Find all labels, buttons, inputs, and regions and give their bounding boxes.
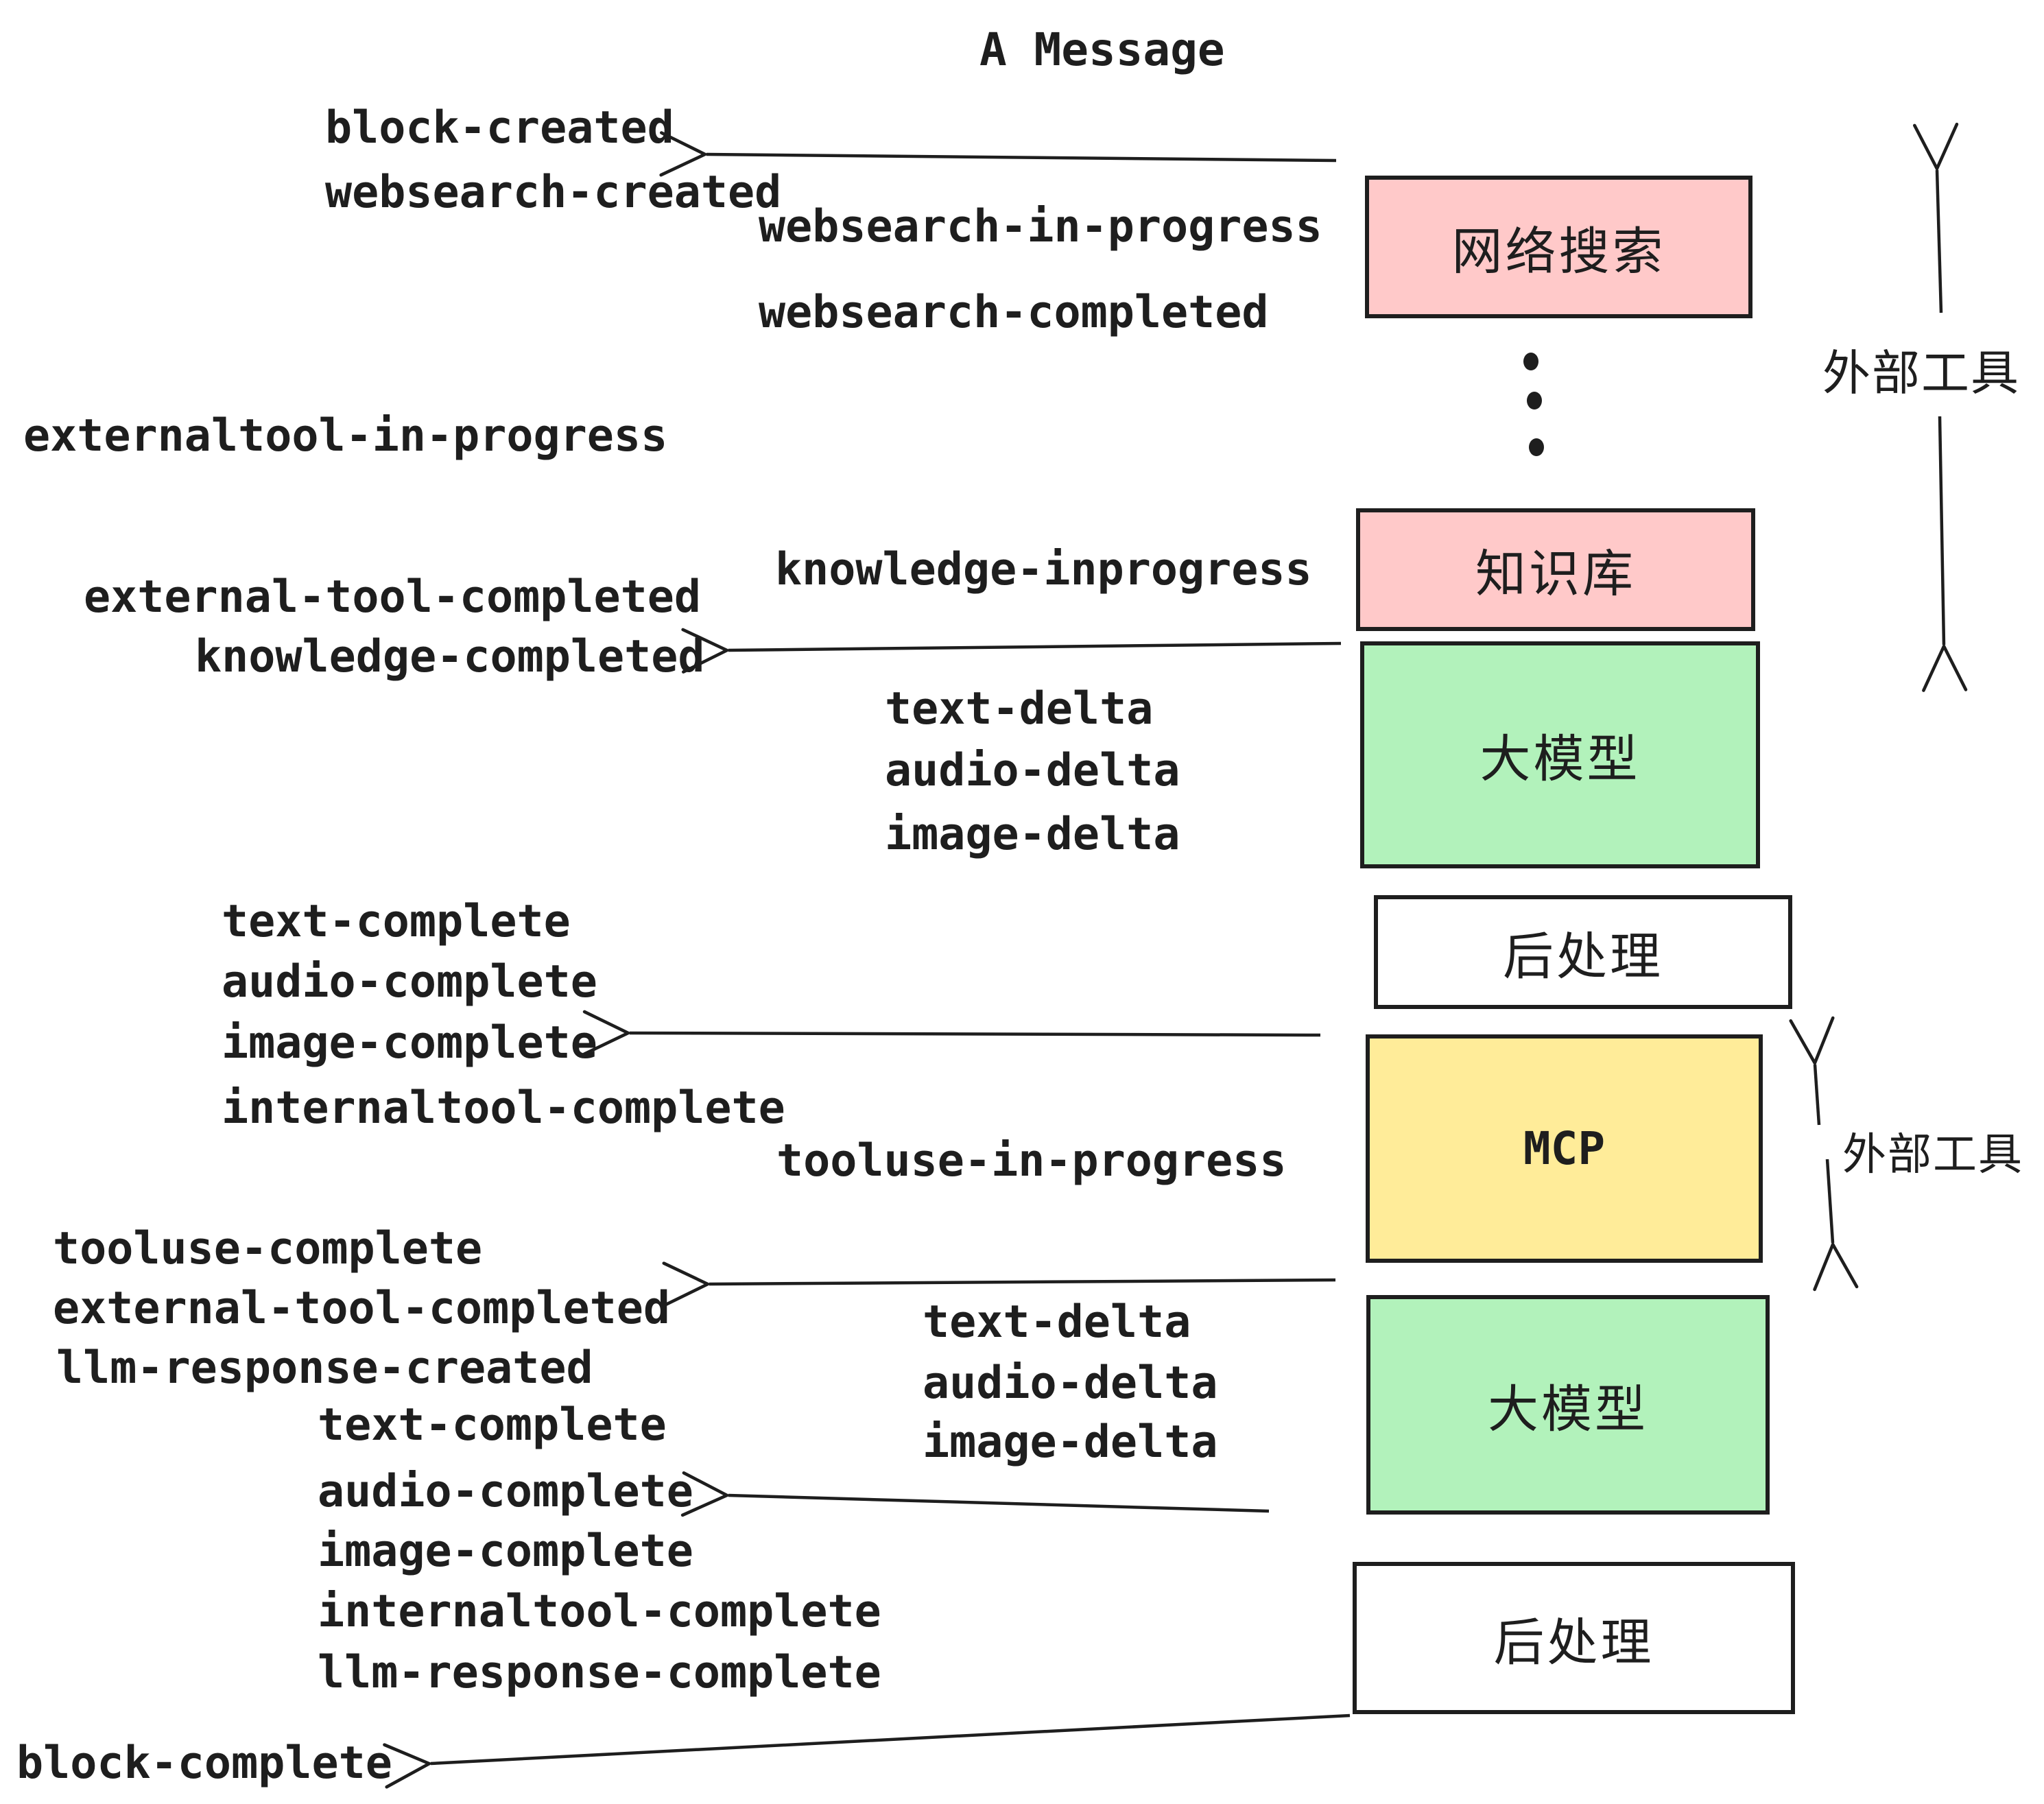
- event-label-external-tool-completed-2: external-tool-completed: [53, 1283, 671, 1334]
- box-knowledge-base: 知识库: [1356, 508, 1755, 631]
- event-label-llm-response-complete: llm-response-complete: [318, 1647, 881, 1698]
- event-label-llm-response-created: llm-response-created: [56, 1342, 593, 1394]
- event-label-internaltool-complete-1: internaltool-complete: [222, 1082, 785, 1134]
- arrow-to-audio-complete: [680, 1471, 1270, 1517]
- external-tools-label-top: 外部工具: [1822, 345, 2020, 401]
- external-tools-down-arrow-2: [1813, 1159, 1859, 1292]
- box-mcp-label: MCP: [1523, 1121, 1606, 1175]
- event-label-block-complete: block-complete: [16, 1737, 392, 1789]
- event-label-audio-delta-2: audio-delta: [923, 1357, 1218, 1409]
- arrow-to-knowledge-completed: [681, 628, 1342, 674]
- arrow-to-block-complete: [383, 1713, 1351, 1789]
- event-label-knowledge-inprogress: knowledge-inprogress: [775, 544, 1312, 595]
- event-label-tooluse-complete: tooluse-complete: [53, 1223, 483, 1274]
- event-label-image-complete-2: image-complete: [318, 1526, 693, 1577]
- external-tools-down-arrow-1: [1922, 416, 1968, 692]
- event-label-block-created: block-created: [325, 102, 674, 154]
- box-mcp: MCP: [1366, 1034, 1763, 1263]
- event-label-image-complete-1: image-complete: [222, 1017, 597, 1069]
- event-label-websearch-created: websearch-created: [325, 167, 782, 218]
- event-label-websearch-in-progress: websearch-in-progress: [759, 201, 1322, 252]
- diagram-title: A Message: [979, 23, 1225, 76]
- box-postprocess-top-label: 后处理: [1503, 927, 1663, 986]
- event-label-tooluse-in-progress: tooluse-in-progress: [776, 1135, 1287, 1187]
- arrow-to-tooluse-complete: [662, 1261, 1336, 1307]
- box-llm-top: 大模型: [1360, 641, 1760, 868]
- event-label-externaltool-in-progress: externaltool-in-progress: [23, 410, 668, 462]
- event-label-internaltool-complete-2: internaltool-complete: [318, 1586, 881, 1637]
- event-label-text-delta-2: text-delta: [923, 1296, 1191, 1348]
- box-llm-bottom: 大模型: [1366, 1295, 1770, 1515]
- event-label-audio-complete-1: audio-complete: [222, 956, 597, 1008]
- event-label-text-complete-2: text-complete: [318, 1399, 667, 1451]
- external-tools-label-mcp: 外部工具: [1842, 1130, 2023, 1180]
- ellipsis-dots: [1523, 353, 1544, 456]
- event-label-audio-delta-1: audio-delta: [885, 745, 1180, 796]
- event-label-knowledge-completed: knowledge-completed: [195, 631, 705, 683]
- arrow-to-image-complete: [582, 1010, 1321, 1056]
- box-llm-bottom-label: 大模型: [1488, 1379, 1648, 1439]
- event-label-audio-complete-2: audio-complete: [318, 1466, 693, 1517]
- event-label-websearch-completed: websearch-completed: [759, 287, 1269, 338]
- external-tools-up-arrow-1: [1912, 122, 1959, 313]
- event-label-text-complete-1: text-complete: [222, 896, 571, 947]
- event-label-text-delta-1: text-delta: [885, 683, 1154, 735]
- box-knowledge-base-label: 知识库: [1475, 545, 1636, 604]
- arrow-to-block-created: [659, 131, 1337, 177]
- event-label-image-delta-1: image-delta: [885, 809, 1180, 860]
- external-tools-up-arrow-2: [1789, 1016, 1835, 1126]
- box-websearch-label: 网络搜索: [1451, 222, 1666, 281]
- box-postprocess-bottom: 后处理: [1353, 1562, 1795, 1714]
- event-label-image-delta-2: image-delta: [923, 1416, 1218, 1468]
- box-postprocess-top: 后处理: [1374, 895, 1792, 1009]
- event-label-external-tool-completed-1: external-tool-completed: [84, 571, 702, 623]
- box-llm-top-label: 大模型: [1479, 730, 1641, 789]
- box-postprocess-bottom-label: 后处理: [1493, 1613, 1654, 1672]
- box-websearch: 网络搜索: [1365, 176, 1752, 318]
